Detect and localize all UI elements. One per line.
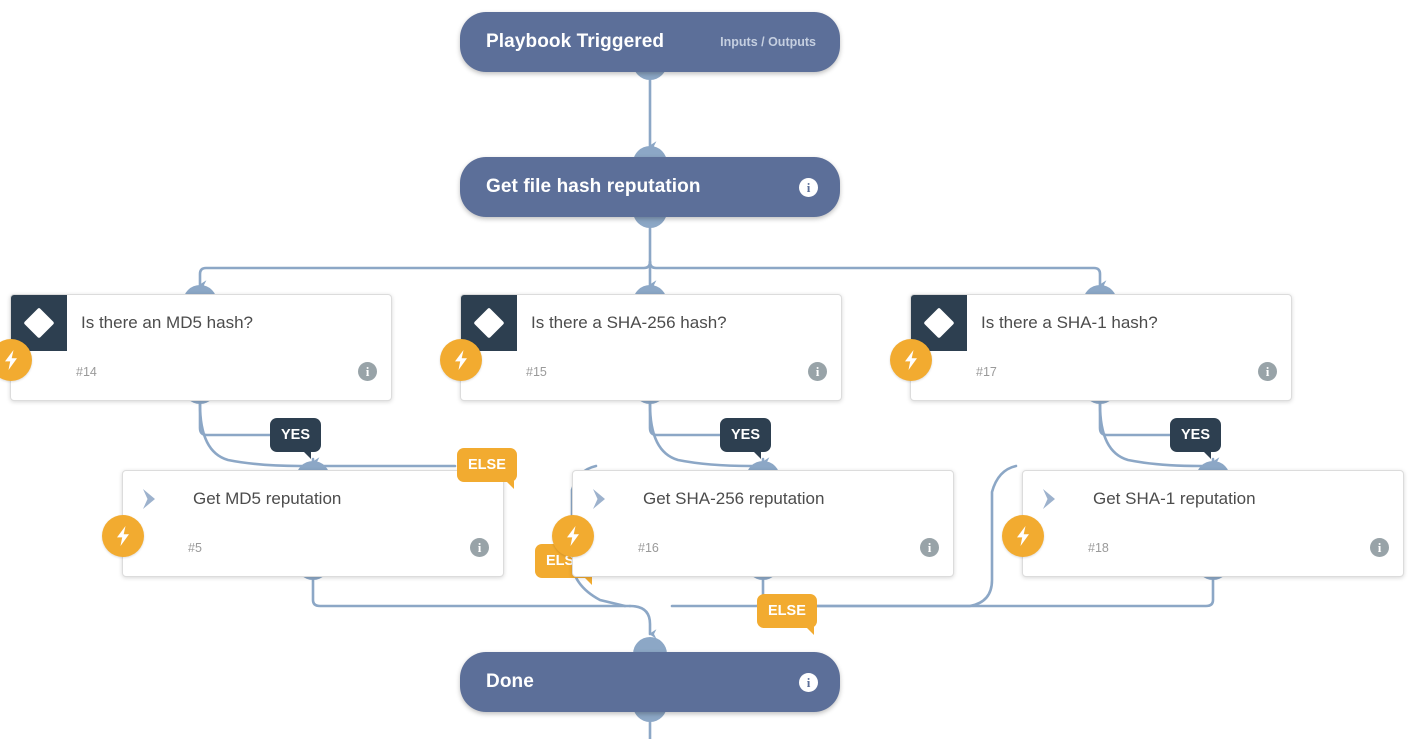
info-icon[interactable]: i xyxy=(808,362,827,381)
bolt-icon[interactable] xyxy=(440,339,482,381)
badge-tail xyxy=(303,451,312,459)
card-footer: #15 i xyxy=(440,339,841,399)
node-decision-sha1[interactable]: Is there a SHA-1 hash? #17 i xyxy=(890,294,1292,401)
info-icon[interactable]: i xyxy=(358,362,377,381)
branch-label: ELSE xyxy=(468,457,506,473)
branch-label: ELSE xyxy=(768,603,806,619)
edge-hash-to-sha1 xyxy=(648,260,1107,290)
node-get-file-hash-reputation[interactable]: Get file hash reputation i xyxy=(460,157,840,217)
card-header: Get SHA-256 reputation xyxy=(573,471,953,527)
node-decision-md5[interactable]: Is there an MD5 hash? #14 i xyxy=(0,294,392,401)
node-decision-sha256[interactable]: Is there a SHA-256 hash? #15 i xyxy=(440,294,842,401)
node-playbook-triggered[interactable]: Playbook Triggered Inputs / Outputs xyxy=(460,12,840,72)
branch-label: YES xyxy=(281,427,311,443)
card-footer: #17 i xyxy=(890,339,1291,399)
edge-sha1-else-run xyxy=(798,464,1018,608)
info-icon[interactable]: i xyxy=(799,177,818,197)
node-id: #18 xyxy=(1088,541,1109,555)
branch-badge-else-md5[interactable]: ELSE xyxy=(457,448,517,489)
info-icon[interactable]: i xyxy=(470,538,489,557)
card-header: Get SHA-1 reputation xyxy=(1023,471,1403,527)
info-icon[interactable]: i xyxy=(1370,538,1389,557)
card-header: Is there an MD5 hash? xyxy=(11,295,391,351)
edge-sha256-yes-curve xyxy=(648,402,765,468)
node-id: #16 xyxy=(638,541,659,555)
node-title: Playbook Triggered xyxy=(486,31,665,52)
branch-badge-yes-sha1[interactable]: YES xyxy=(1170,418,1222,459)
edge-merge-to-done xyxy=(628,604,657,639)
edge-hash-to-md5 xyxy=(198,260,652,290)
edge-sha1-yes-to-badge xyxy=(1098,402,1174,437)
edge-sha1-yes-curve xyxy=(1098,402,1215,468)
edge-sha256-yes-to-badge xyxy=(648,402,724,437)
port-done-top[interactable] xyxy=(633,637,667,654)
chevron-right-icon xyxy=(123,471,179,527)
card-header: Get MD5 reputation xyxy=(123,471,503,527)
info-icon[interactable]: i xyxy=(799,672,818,692)
card-footer: #5 i xyxy=(102,515,503,575)
branch-label: YES xyxy=(731,427,761,443)
bolt-icon[interactable] xyxy=(102,515,144,557)
inputs-outputs-label[interactable]: Inputs / Outputs xyxy=(720,35,816,49)
card-title: Get SHA-1 reputation xyxy=(1093,489,1256,508)
bolt-icon[interactable] xyxy=(552,515,594,557)
node-action-get-md5-reputation[interactable]: Get MD5 reputation #5 i xyxy=(102,470,504,577)
card-title: Is there a SHA-1 hash? xyxy=(981,313,1158,332)
badge-tail xyxy=(805,627,814,635)
card-title: Get MD5 reputation xyxy=(193,489,342,508)
edge-md5-action-to-done xyxy=(311,578,632,608)
badge-tail xyxy=(505,481,514,489)
chevron-right-icon xyxy=(1023,471,1079,527)
branch-badge-yes-md5[interactable]: YES xyxy=(270,418,322,459)
chevron-right-icon xyxy=(573,471,629,527)
node-title: Get file hash reputation xyxy=(486,176,701,197)
node-id: #15 xyxy=(526,365,547,379)
node-done[interactable]: Done i xyxy=(460,652,840,712)
bolt-icon[interactable] xyxy=(890,339,932,381)
node-action-get-sha1-reputation[interactable]: Get SHA-1 reputation #18 i xyxy=(1002,470,1404,577)
node-title: Done xyxy=(486,671,534,692)
branch-label: YES xyxy=(1181,427,1211,443)
card-header: Is there a SHA-1 hash? xyxy=(911,295,1291,351)
edge-sha1-action-to-done xyxy=(808,578,1215,608)
info-icon[interactable]: i xyxy=(1258,362,1277,381)
branch-badge-else-sha1[interactable]: ELSE xyxy=(757,594,817,635)
branch-badge-yes-sha256[interactable]: YES xyxy=(720,418,772,459)
bolt-icon[interactable] xyxy=(1002,515,1044,557)
node-id: #14 xyxy=(76,365,97,379)
info-icon[interactable]: i xyxy=(920,538,939,557)
edge-sha256-action-to-done xyxy=(670,578,765,608)
badge-tail xyxy=(1203,451,1212,459)
card-header: Is there a SHA-256 hash? xyxy=(461,295,841,351)
card-footer: #16 i xyxy=(552,515,953,575)
node-action-get-sha256-reputation[interactable]: Get SHA-256 reputation #16 i xyxy=(552,470,954,577)
edge-md5-yes-to-badge xyxy=(198,402,274,437)
node-id: #17 xyxy=(976,365,997,379)
card-title: Is there an MD5 hash? xyxy=(81,313,253,332)
edge-md5-yes-curve xyxy=(198,402,315,468)
badge-tail xyxy=(583,577,592,585)
card-footer: #14 i xyxy=(0,339,391,399)
node-id: #5 xyxy=(188,541,202,555)
card-title: Get SHA-256 reputation xyxy=(643,489,825,508)
card-footer: #18 i xyxy=(1002,515,1403,575)
card-title: Is there a SHA-256 hash? xyxy=(531,313,727,332)
badge-tail xyxy=(753,451,762,459)
